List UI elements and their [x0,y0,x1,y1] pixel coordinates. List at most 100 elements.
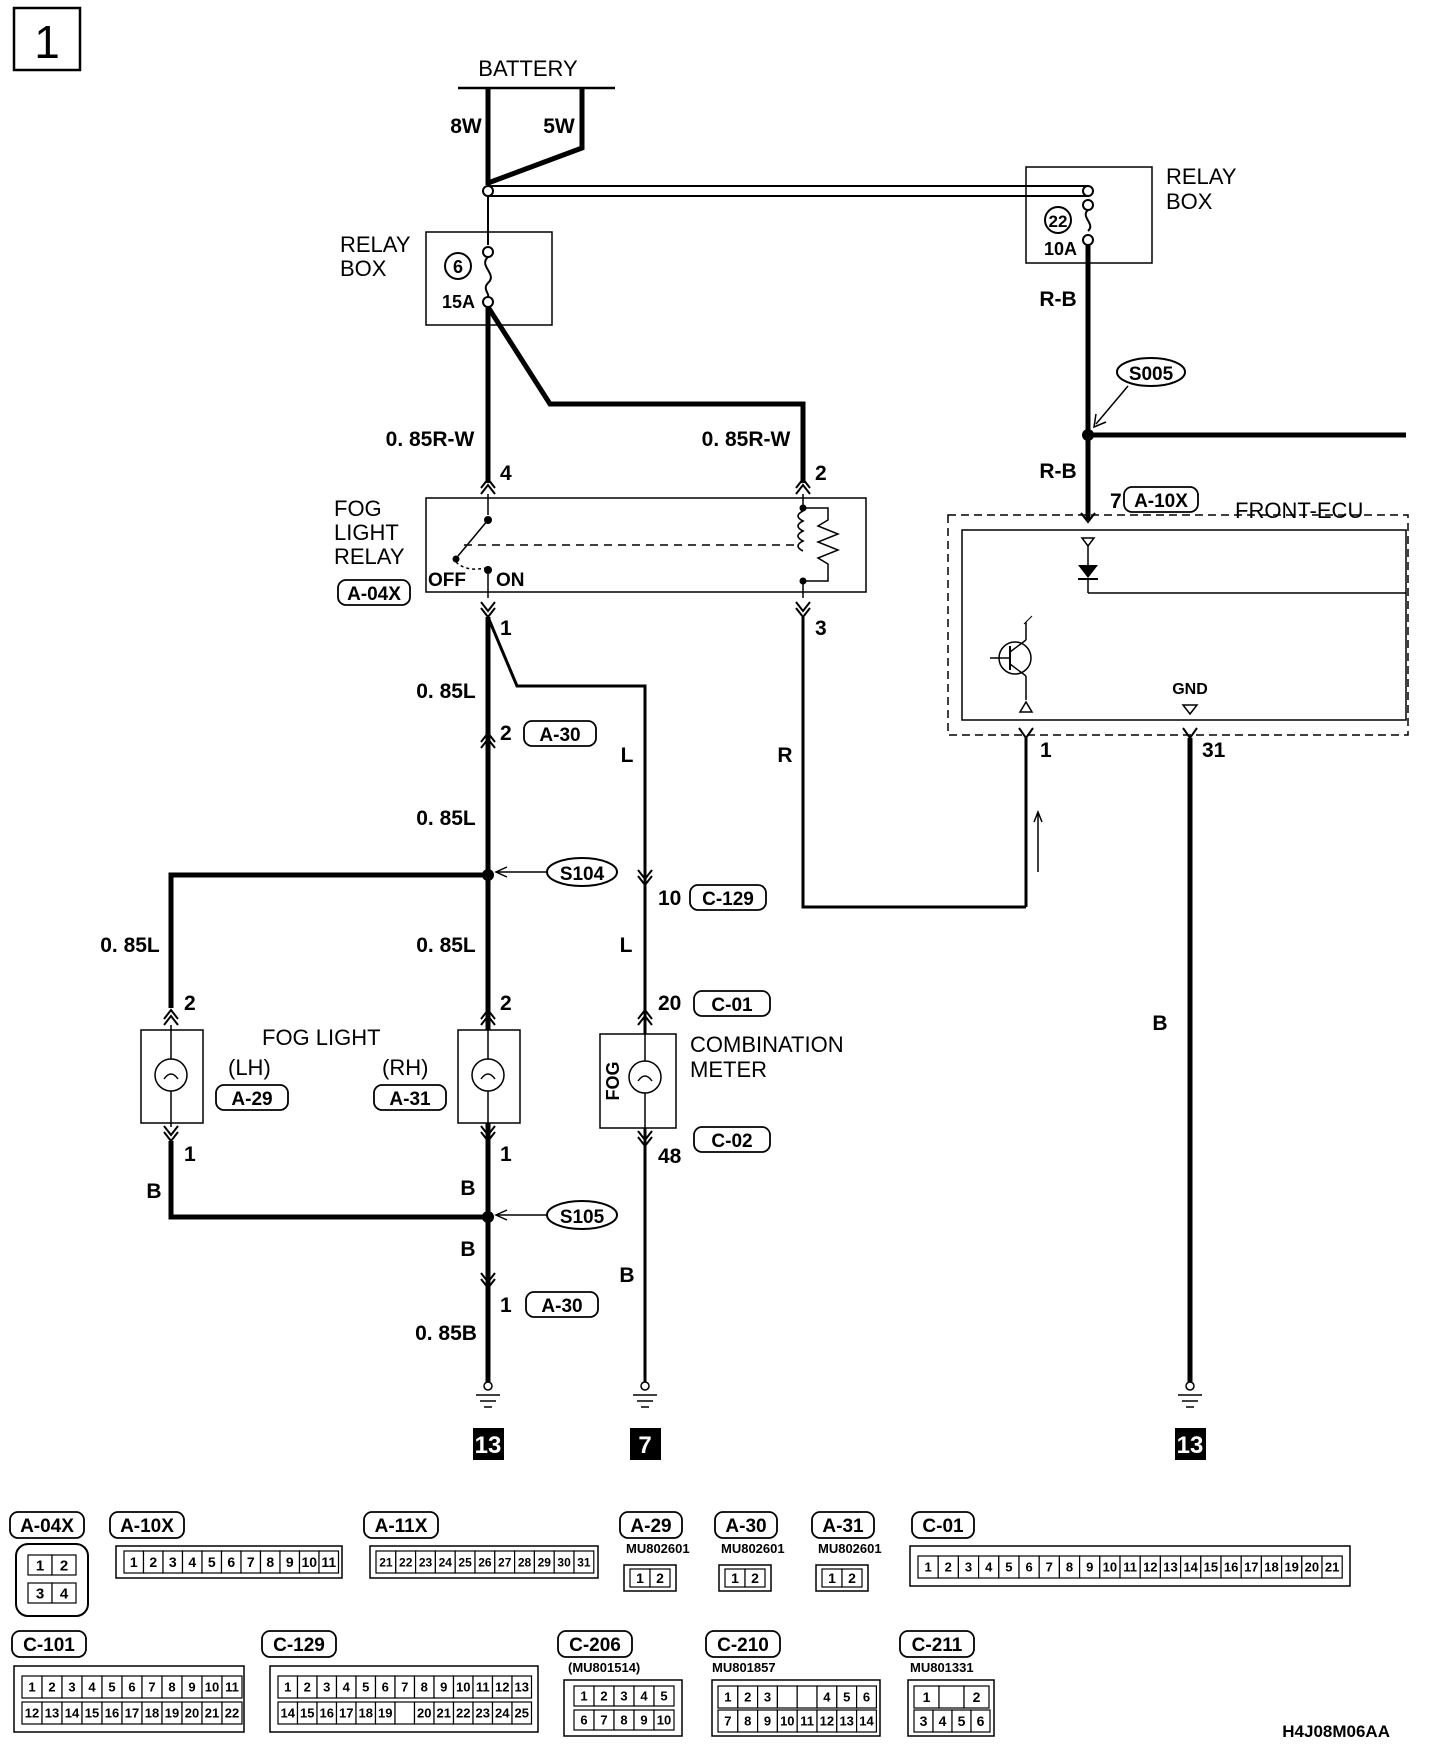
wire-rh-ground: B [460,1177,475,1200]
relay-switch-icon [457,519,489,557]
conn-a29-label: A-29 [630,1516,671,1537]
conn-c129-pin-20: 20 [417,1706,431,1721]
conn-c211-pin-5: 5 [958,1713,966,1729]
conn-c129-pin-15: 15 [300,1706,314,1721]
conn-a30-pin-2: 2 [751,1570,759,1586]
splice-s005: S005 [1129,364,1174,385]
conn-c101-pin-4: 4 [88,1680,96,1695]
conn-a11x-pin-23: 23 [419,1555,433,1569]
conn-c129-pin-2: 2 [304,1680,311,1695]
conn-a30-part-number: MU802601 [721,1541,785,1556]
wire-rb-lower: R-B [1039,460,1076,483]
relay-pin3: 3 [815,617,827,640]
wire-ground-trunk: B [460,1238,475,1261]
conn-c129-pin-16: 16 [320,1706,334,1721]
conn-c129-pin-17: 17 [339,1706,353,1721]
conn-c01-pin-6: 6 [1025,1560,1032,1575]
conn-c101-pin-22: 22 [225,1706,239,1721]
conn-a11x-pin-27: 27 [498,1555,512,1569]
conn-c211-part-number: MU801331 [910,1660,974,1675]
fuse-6-rating: 15A [442,292,475,312]
relay-label2: LIGHT [334,520,399,545]
conn-a11x-pin-30: 30 [557,1555,571,1569]
conn-c01-pin-19: 19 [1284,1560,1298,1575]
conn-c210-part-number: MU801857 [712,1660,776,1675]
ground-point-13a: 13 [475,1432,502,1459]
conn-a04x-pin-3: 3 [36,1585,44,1602]
battery-label: BATTERY [478,56,578,81]
conn-c129-pin-13: 13 [515,1680,529,1695]
diode-icon [1078,565,1098,578]
resistor-icon [803,507,841,582]
meter-fog-label: FOG [603,1062,623,1101]
conn-a29-pin-1: 1 [636,1570,644,1586]
conn-c210-pin-12: 12 [820,1714,834,1729]
conn-a29-pin-2: 2 [656,1570,664,1586]
ground-symbol-3 [1178,1381,1202,1408]
conn-a31-label: A-31 [822,1516,864,1537]
meter-conn-top: C-01 [711,995,753,1016]
conn-c01-pin-11: 11 [1123,1560,1137,1575]
conn-a10x-pin-2: 2 [149,1554,157,1570]
conn-c129-pin-8: 8 [421,1680,428,1695]
wire-meter-feed-lower: L [620,934,633,957]
fog-light-lh-bulb-icon [154,1058,188,1092]
wire-relay-pin4: 0. 85R-W [386,428,475,451]
conn-c129-pin-9: 9 [440,1680,447,1695]
splice-s105: S105 [560,1207,605,1228]
conn-c206-pin-3: 3 [620,1689,627,1704]
conn-c206-pin-7: 7 [600,1713,607,1728]
conn-a11x-pin-28: 28 [518,1555,532,1569]
conn-c101-pin-20: 20 [185,1706,199,1721]
ecu-gnd-label: GND [1172,681,1208,698]
conn-c01-pin-13: 13 [1163,1560,1177,1575]
conn-c101-pin-14: 14 [65,1706,80,1721]
conn-c210-pin-7: 7 [724,1714,731,1729]
conn-c211-pin-2: 2 [973,1689,981,1705]
conn-c206-part-number: (MU801514) [568,1660,640,1675]
relay-pin4: 4 [500,462,512,485]
relay-box-right-label2: BOX [1166,189,1213,214]
conn-c129-pin-25: 25 [515,1706,529,1721]
conn-c101-pin-19: 19 [165,1706,179,1721]
wire-relay-out-lower: 0. 85L [416,807,476,830]
fog-rh-pin-top: 2 [500,992,512,1015]
conn-c210-pin-9: 9 [764,1714,771,1729]
ground-symbol-2 [633,1381,657,1408]
conn-a10x-label: A-10X [120,1516,174,1537]
relay-coil-icon [797,510,805,552]
conn-c210-pin-1: 1 [724,1690,731,1705]
fuse-6-icon [484,256,492,298]
conn-c01-pin-16: 16 [1224,1560,1238,1575]
conn-c129-pin-5: 5 [362,1680,369,1695]
conn-c210-pin-10: 10 [780,1714,794,1729]
conn-c129-pin-7: 7 [401,1680,408,1695]
conn-c01-pin-15: 15 [1204,1560,1218,1575]
fog-rh-connector: A-31 [389,1089,431,1110]
conn-a30-pin-1: 1 [731,1570,739,1586]
conn-a11x-pin-21: 21 [379,1555,393,1569]
ground-point-13b: 13 [1177,1432,1204,1459]
conn-c01-pin-17: 17 [1244,1560,1258,1575]
relay-box-left-label2: BOX [340,256,387,281]
conn-c01-pin-18: 18 [1264,1560,1278,1575]
fog-light-lh-label: (LH) [228,1055,271,1080]
conn-c01-pin-14: 14 [1183,1560,1198,1575]
conn-c206-pin-1: 1 [580,1689,587,1704]
relay-off-label: OFF [428,570,466,591]
drawing-code: H4J08M06AA [1282,1722,1390,1741]
fog-lh-connector: A-29 [231,1089,272,1110]
conn-c210-pin-5: 5 [843,1690,850,1705]
conn-a10x-pin-7: 7 [247,1554,255,1570]
c129-conn: C-129 [702,889,754,910]
meter-conn-bottom: C-02 [711,1131,752,1152]
conn-c101-pin-7: 7 [148,1680,155,1695]
front-ecu-pin7: 7 [1110,490,1122,513]
conn-c206-pin-9: 9 [640,1713,647,1728]
conn-c206-pin-2: 2 [600,1689,607,1704]
a30-upper-pin: 2 [500,722,512,745]
conn-a11x-label: A-11X [375,1516,428,1537]
conn-c129-pin-1: 1 [284,1680,291,1695]
fuse-22-rating: 10A [1044,239,1077,259]
relay-on-label: ON [496,570,525,591]
